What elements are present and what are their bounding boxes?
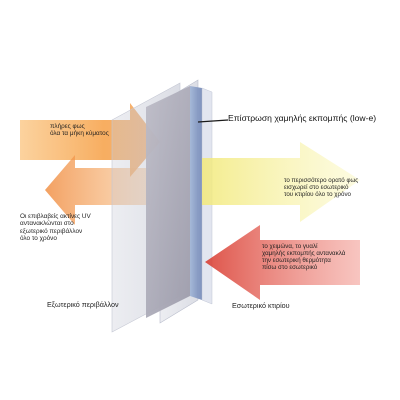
coating-pointer (197, 119, 229, 123)
winter-heat-label: το χειμώνα, το γυαλί χαμηλής εκπομπής αν… (262, 243, 346, 272)
exterior-label: Εξωτερικό περιβάλλον (47, 300, 119, 309)
coating-label: Επίστρωση χαμηλής εκπομπής (low-e) (228, 113, 377, 123)
transmitted-light-label: το περισσότερο ορατό φως εισχωρεί στο εσ… (284, 177, 359, 199)
uv-rays-label: Οι επιβλαβείς ακτίνες UV αντανακλώνται σ… (20, 213, 91, 243)
glass-spacer (190, 86, 202, 300)
glass-pane-main (146, 86, 190, 318)
interior-label: Εσωτερικό κτιρίου (232, 301, 290, 310)
heat-reflection-arrow (205, 225, 360, 300)
visible-light-label: πλήρες φως όλα τα μήκη κύματος (50, 123, 109, 138)
transmitted-light-arrow (202, 142, 360, 222)
